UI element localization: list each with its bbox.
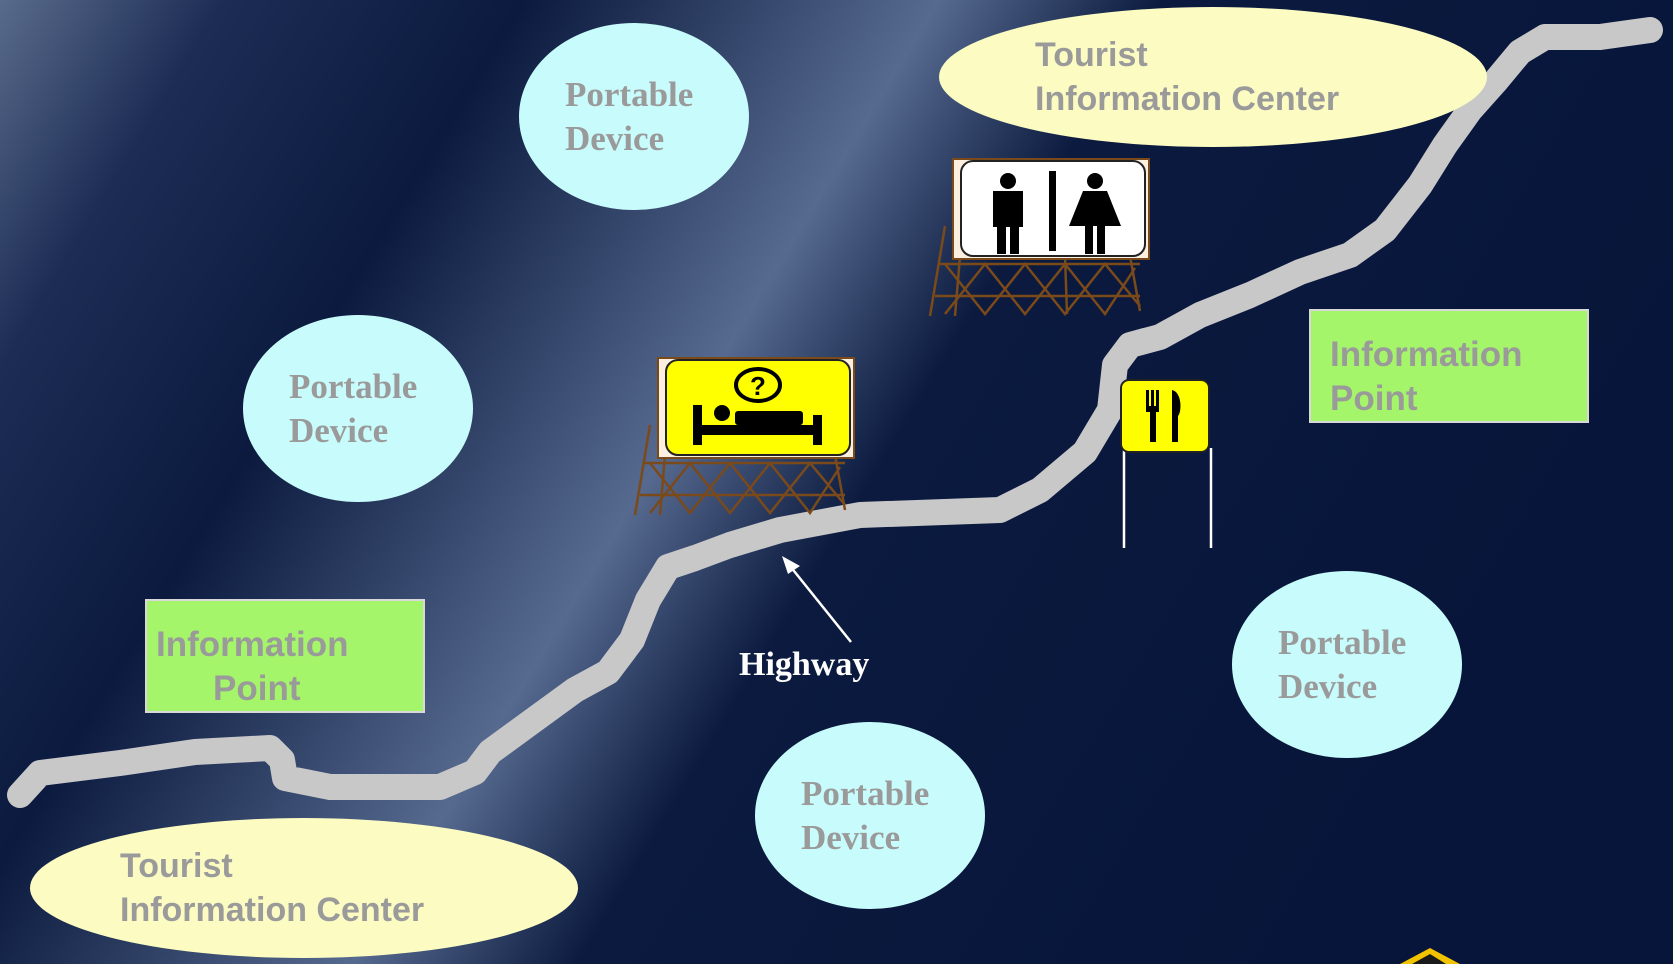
highway-label: Highway	[739, 646, 870, 683]
portable-device-label-line2: Device	[289, 410, 389, 450]
portable-device-label-line1: Portable	[801, 773, 930, 813]
highway-pointer-arrow	[789, 565, 852, 643]
portable-device-top: Portable Device	[519, 23, 749, 210]
portable-device-label-line2: Device	[801, 817, 901, 857]
restroom-billboard-icon	[928, 158, 1150, 317]
lodging-billboard-icon: ?	[633, 357, 855, 516]
portable-device-label-line1: Portable	[289, 366, 418, 406]
tourist-center-label-line2: Information Center	[120, 891, 425, 929]
tourist-center-label-line2: Information Center	[1035, 80, 1340, 118]
information-point-label-line2: Point	[1330, 379, 1418, 418]
svg-text:?: ?	[750, 371, 766, 401]
highway-road	[7, 17, 1663, 808]
tourist-center-bottom: Tourist Information Center	[30, 818, 578, 958]
portable-device-right: Portable Device	[1232, 571, 1462, 758]
portable-device-bottom: Portable Device	[755, 722, 985, 909]
restaurant-sign-icon	[1120, 379, 1213, 548]
portable-device-label-line2: Device	[565, 118, 665, 158]
information-point-right: Information Point	[1309, 309, 1589, 423]
portable-device-label-line2: Device	[1278, 666, 1378, 706]
portable-device-label-line1: Portable	[565, 74, 694, 114]
portable-device-left: Portable Device	[243, 315, 473, 502]
information-point-label-line2: Point	[213, 669, 301, 708]
information-point-label-line1: Information	[1330, 335, 1523, 374]
tourist-center-label-line1: Tourist	[120, 847, 233, 885]
information-point-label-line1: Information	[156, 625, 349, 664]
portable-device-label-line1: Portable	[1278, 622, 1407, 662]
information-point-left: Information Point	[145, 599, 425, 713]
tourist-center-top: Tourist Information Center	[939, 7, 1487, 147]
tourist-center-label-line1: Tourist	[1035, 36, 1148, 74]
